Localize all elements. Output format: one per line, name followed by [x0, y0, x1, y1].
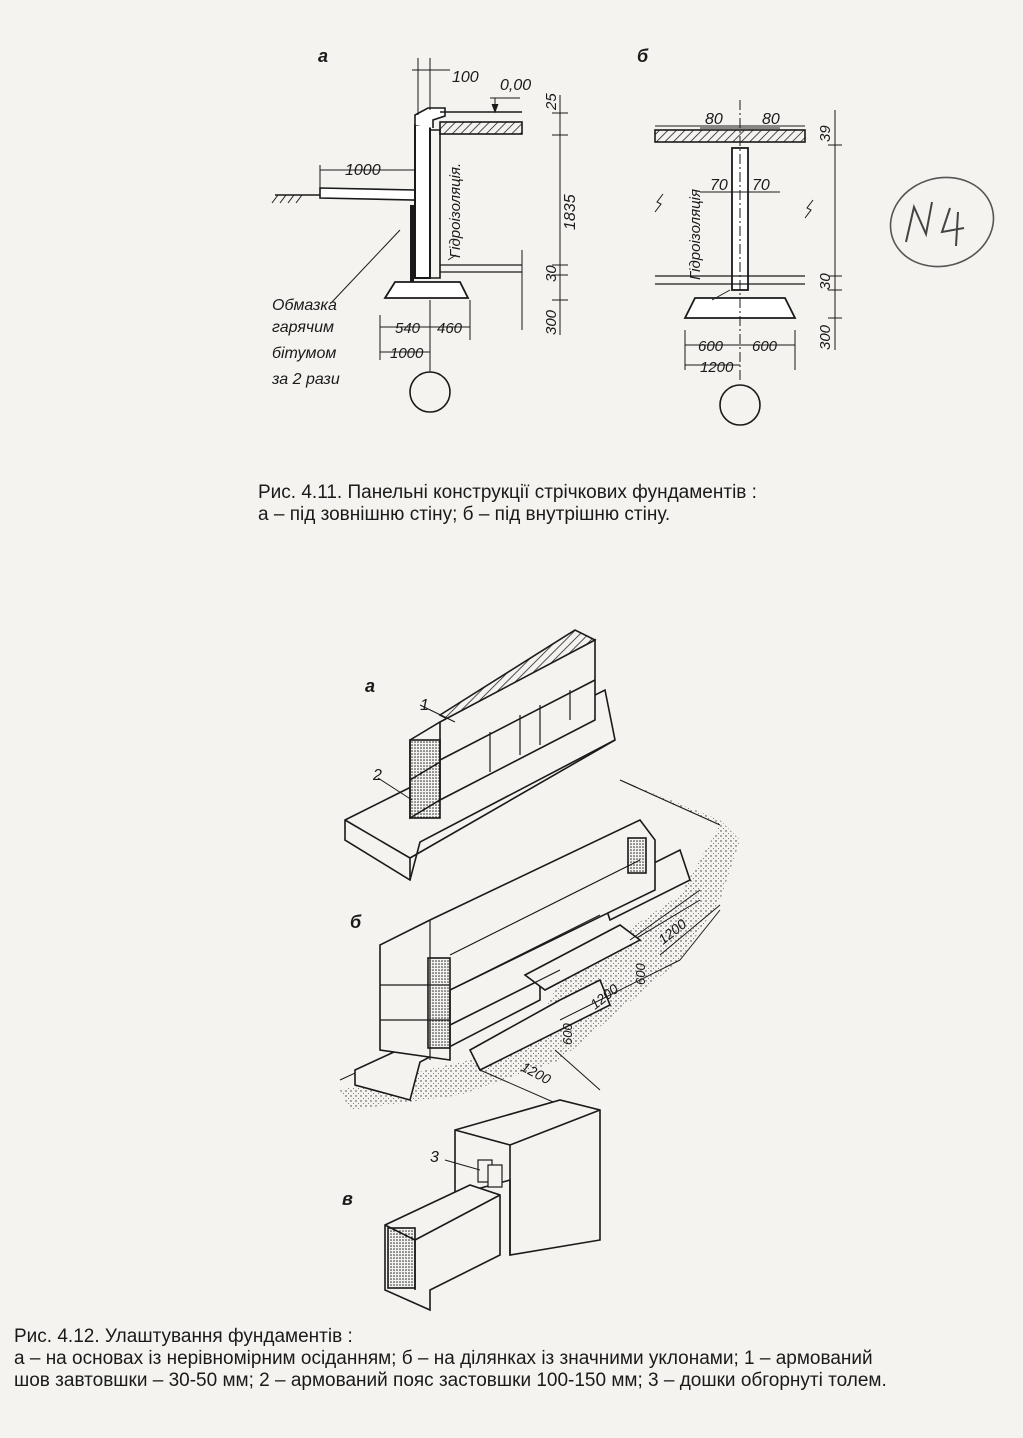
waterproofing-label-a: Гідроізоляція. — [447, 163, 464, 258]
fig-4-12-caption-line-2: а – на основах із нерівномірним осідання… — [14, 1348, 873, 1369]
dim-30-b: 30 — [817, 273, 834, 290]
fig-4-12-caption-line-1: Рис. 4.12. Улаштування фундаментів : — [14, 1326, 353, 1347]
dim-540: 540 — [395, 320, 421, 337]
waterproofing-label-b: Гідроізоляція — [687, 189, 704, 280]
dim-80-left: 80 — [705, 111, 723, 128]
bitumen-note-4: за 2 рази — [271, 371, 340, 388]
fig-4-11-a: а — [271, 46, 568, 413]
dim-80-right: 80 — [762, 111, 780, 128]
callout-3: 3 — [430, 1149, 439, 1166]
fig-4-11-caption: Рис. 4.11. Панельні конструкції стрічков… — [258, 482, 858, 526]
bitumen-note-2: гарячим — [272, 319, 334, 336]
fig-4-12-v-label: в — [342, 1189, 353, 1209]
dim-300-a: 300 — [543, 309, 560, 335]
dim-600-left: 600 — [698, 338, 724, 355]
dim-600-1: 600 — [633, 963, 648, 985]
fig-4-11-b: б — [637, 46, 842, 426]
bitumen-note-3: бітумом — [272, 345, 336, 362]
dim-600-right: 600 — [752, 338, 778, 355]
dim-1000-top: 1000 — [345, 162, 381, 179]
fig-4-12-v: в — [342, 1099, 601, 1312]
dim-39: 39 — [817, 125, 834, 142]
callout-2: 2 — [372, 767, 382, 784]
dim-300-b: 300 — [817, 324, 834, 350]
dim-1835: 1835 — [562, 194, 579, 230]
fig-4-12-b-label: б — [350, 912, 362, 932]
dim-70-left: 70 — [710, 177, 728, 194]
fig-4-12-caption: Рис. 4.12. Улаштування фундаментів : а –… — [14, 1326, 1004, 1392]
fig-4-11-b-label: б — [637, 46, 649, 66]
dim-100: 100 — [452, 69, 479, 86]
dim-25: 25 — [543, 93, 560, 111]
fig-4-12-a-label: а — [365, 676, 375, 696]
handwritten-note-stamp — [884, 172, 1000, 277]
fig-4-12-caption-line-3: шов завтовшки – 30-50 мм; 2 – армований … — [14, 1370, 887, 1391]
fig-4-11-a-label: а — [318, 46, 328, 66]
dim-0-00: 0,00 — [500, 77, 531, 94]
dim-1200-b: 1200 — [700, 359, 734, 376]
dim-70-right: 70 — [752, 177, 770, 194]
dim-600-2: 600 — [560, 1023, 575, 1045]
dim-30-a: 30 — [543, 265, 560, 282]
fig-4-11-caption-line-1: Рис. 4.11. Панельні конструкції стрічков… — [258, 482, 757, 503]
dim-460: 460 — [437, 320, 463, 337]
fig-4-12-a: а — [344, 629, 616, 882]
handwritten-note-icon — [889, 176, 995, 268]
callout-1: 1 — [420, 697, 429, 714]
bitumen-note-1: Обмазка — [272, 297, 337, 314]
fig-4-12-b: б — [339, 779, 740, 1110]
fig-4-11-caption-line-2: а – під зовнішню стіну; б – під внутрішн… — [258, 504, 671, 525]
dim-1000-bottom: 1000 — [390, 345, 424, 362]
